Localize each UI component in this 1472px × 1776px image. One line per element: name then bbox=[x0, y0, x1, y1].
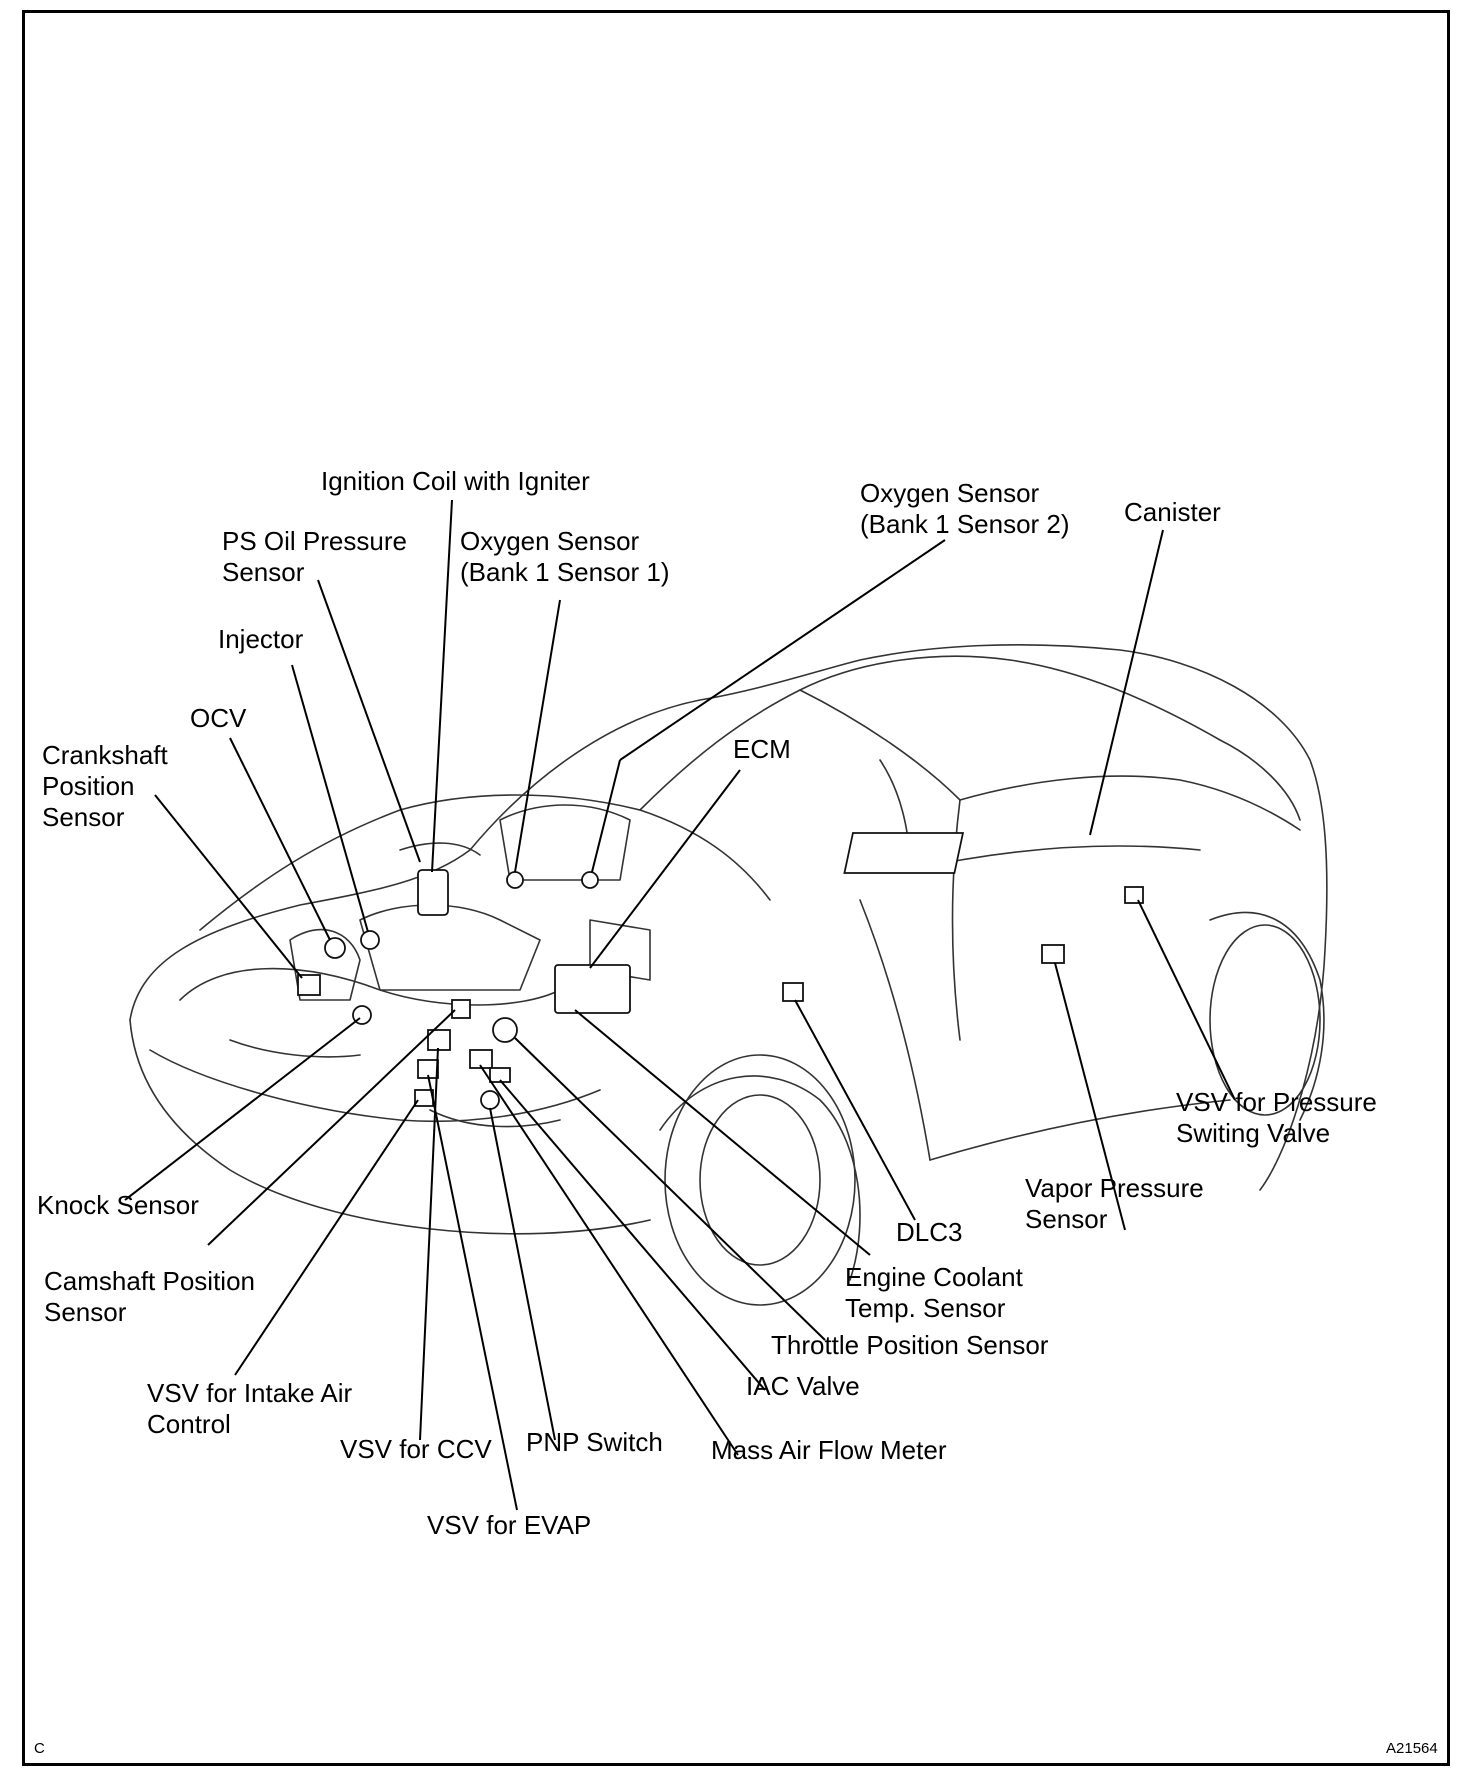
label-vsv-pressure: VSV for Pressure Switing Valve bbox=[1176, 1087, 1377, 1148]
leader-maf bbox=[479, 1064, 739, 1456]
leader-vsv-pressure bbox=[1137, 899, 1236, 1101]
leader-ecm bbox=[589, 769, 741, 969]
oxygen-sensor-2 bbox=[581, 871, 599, 889]
leader-tps bbox=[514, 1037, 826, 1341]
leader-iac bbox=[499, 1079, 766, 1391]
pnp-switch-part bbox=[480, 1090, 500, 1110]
leader-ect bbox=[574, 1009, 871, 1256]
label-ps-oil-pressure: PS Oil Pressure Sensor bbox=[222, 526, 407, 587]
label-pnp: PNP Switch bbox=[526, 1427, 663, 1457]
leader-oxygen-b1s2-b bbox=[591, 759, 621, 873]
leader-crankshaft bbox=[154, 794, 303, 979]
leader-lines bbox=[124, 499, 1236, 1511]
leader-ps-oil bbox=[317, 579, 421, 863]
label-vsv-ccv: VSV for CCV bbox=[340, 1434, 492, 1464]
iac-part bbox=[489, 1067, 511, 1083]
leader-injector bbox=[291, 664, 369, 933]
label-ecm: ECM bbox=[733, 734, 791, 764]
ecm-box bbox=[554, 964, 631, 1014]
camshaft-sensor bbox=[451, 999, 471, 1019]
label-oxygen-b1s1: Oxygen Sensor (Bank 1 Sensor 1) bbox=[460, 526, 670, 587]
injector-part bbox=[360, 930, 380, 950]
leader-canister bbox=[1089, 529, 1164, 836]
diagram-frame bbox=[22, 10, 1450, 1766]
label-maf: Mass Air Flow Meter bbox=[711, 1435, 947, 1465]
label-canister: Canister bbox=[1124, 497, 1221, 527]
leader-pnp bbox=[489, 1107, 556, 1441]
label-ect: Engine Coolant Temp. Sensor bbox=[845, 1262, 1023, 1323]
vapor-pressure-sensor-box bbox=[1041, 944, 1065, 964]
label-ocv: OCV bbox=[190, 703, 247, 733]
leader-ignition-coil bbox=[431, 499, 453, 873]
ocv-part bbox=[324, 937, 346, 959]
car-outline bbox=[129, 643, 1328, 1306]
ignition-coil bbox=[417, 869, 449, 916]
label-crankshaft: Crankshaft Position Sensor bbox=[42, 740, 168, 832]
label-camshaft: Camshaft Position Sensor bbox=[44, 1266, 255, 1327]
label-vsv-evap: VSV for EVAP bbox=[427, 1510, 592, 1540]
leader-camshaft bbox=[207, 1009, 456, 1246]
vsv-pressure-valve-box bbox=[1124, 886, 1144, 904]
leader-dlc3 bbox=[794, 999, 916, 1221]
canister-box bbox=[843, 832, 965, 874]
leader-ocv bbox=[229, 737, 331, 941]
label-iac: IAC Valve bbox=[746, 1371, 860, 1401]
label-vsv-intake: VSV for Intake Air Control bbox=[147, 1378, 353, 1439]
leader-vsv-intake bbox=[234, 1099, 419, 1376]
label-injector: Injector bbox=[218, 624, 304, 654]
label-knock: Knock Sensor bbox=[37, 1190, 199, 1220]
label-dlc3: DLC3 bbox=[896, 1217, 963, 1247]
leader-vapor bbox=[1054, 962, 1126, 1231]
oxygen-sensor-1 bbox=[506, 871, 524, 889]
leader-knock bbox=[124, 1017, 361, 1201]
vsv-intake-part bbox=[414, 1089, 434, 1107]
figure-code: A21564 bbox=[1386, 1740, 1438, 1757]
label-oxygen-b1s2: Oxygen Sensor (Bank 1 Sensor 2) bbox=[860, 478, 1070, 539]
components bbox=[297, 832, 1144, 1110]
vsv-ccv-part bbox=[427, 1029, 451, 1051]
corner-mark: C bbox=[34, 1740, 45, 1757]
leader-oxygen-b1s1 bbox=[514, 599, 561, 873]
dlc3-connector bbox=[782, 982, 804, 1002]
tps-part bbox=[492, 1017, 518, 1043]
label-vapor-pressure: Vapor Pressure Sensor bbox=[1025, 1173, 1204, 1234]
leader-vsv-evap bbox=[427, 1074, 518, 1511]
label-tps: Throttle Position Sensor bbox=[771, 1330, 1049, 1360]
label-ignition-coil: Ignition Coil with Igniter bbox=[321, 466, 590, 496]
leader-oxygen-b1s2 bbox=[619, 539, 946, 761]
crankshaft-sensor bbox=[297, 974, 321, 996]
